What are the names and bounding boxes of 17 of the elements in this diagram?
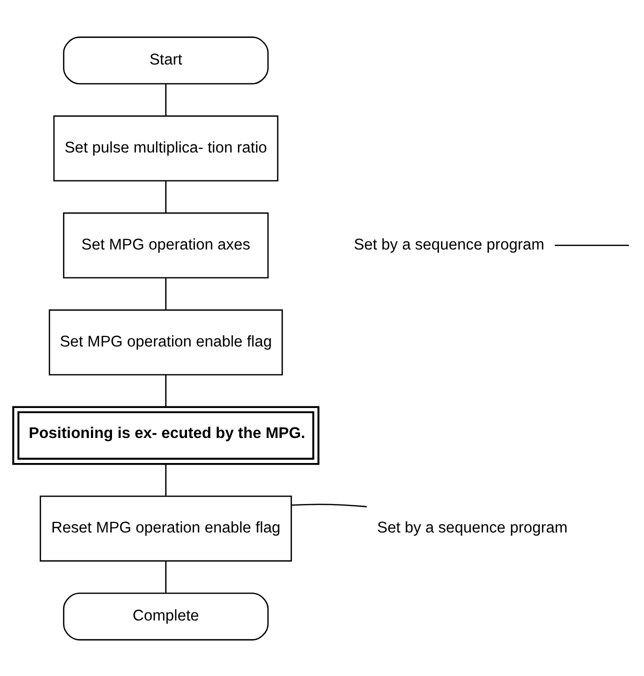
connector (165, 84, 166, 116)
connector (165, 463, 166, 496)
node-box: Set MPG operation enable flag (48, 308, 283, 375)
connector (165, 374, 166, 406)
node-box: Start (63, 36, 269, 84)
node-box: Positioning is ex- ecuted by the MPG. (12, 406, 320, 464)
connector (165, 560, 166, 592)
node-box: Set pulse multiplica- tion ratio (53, 114, 278, 181)
node-box: Set MPG operation axes (63, 212, 269, 278)
connector (165, 278, 166, 309)
node-text: Set by a sequence program (377, 519, 568, 536)
connector (292, 503, 367, 507)
node-text: Set by a sequence program (354, 236, 544, 253)
connector (554, 244, 629, 246)
node-box: Reset MPG operation enable flag (40, 495, 292, 562)
node-box: Complete (63, 592, 269, 640)
connector (165, 180, 166, 212)
